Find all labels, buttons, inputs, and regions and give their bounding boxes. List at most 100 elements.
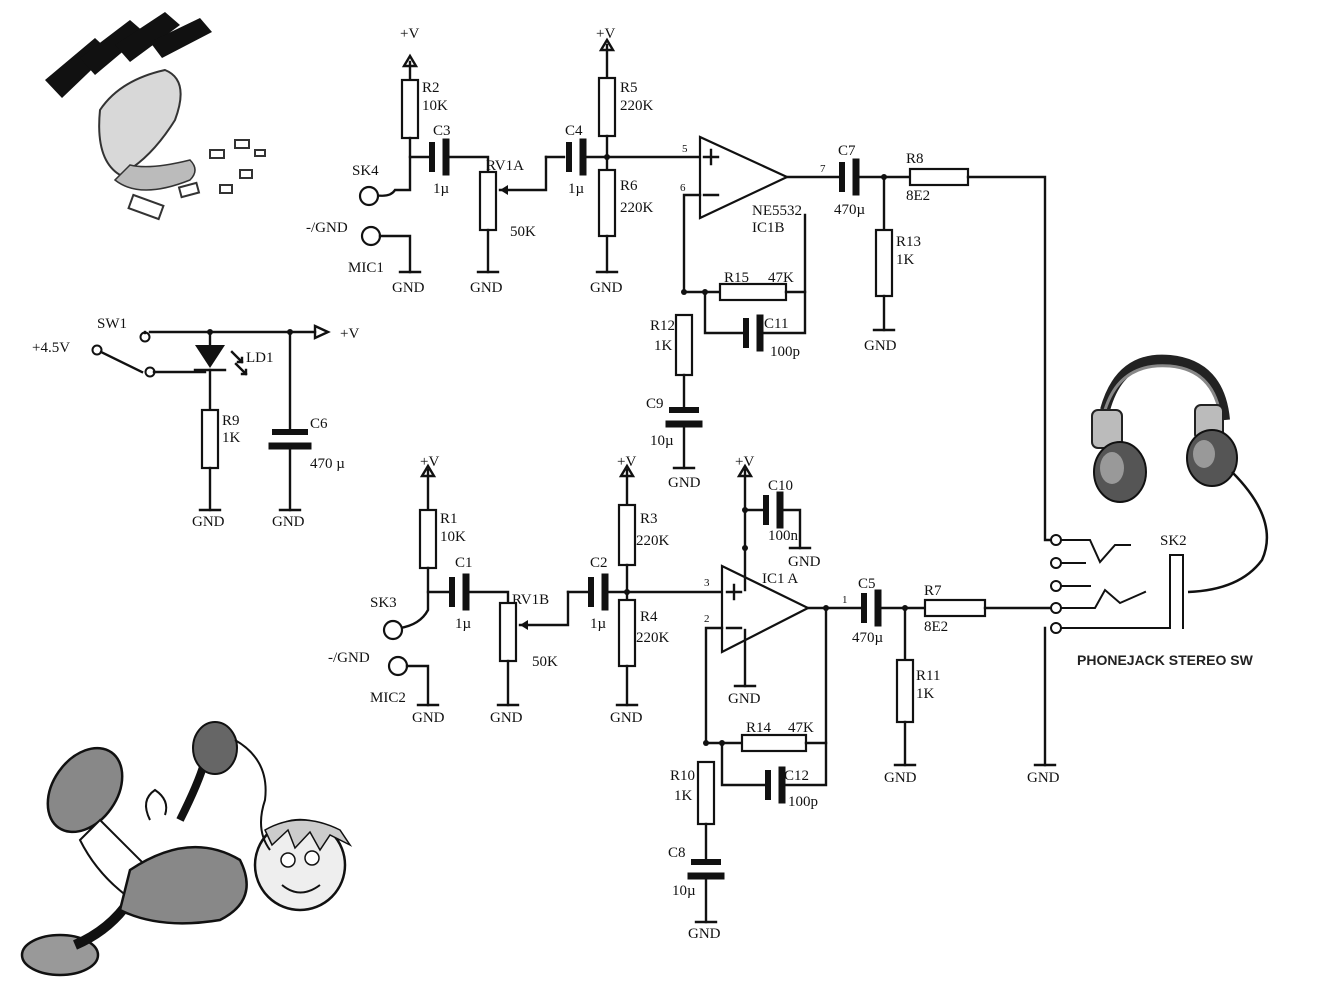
gnd-label: GND xyxy=(392,280,425,296)
rv1a-value: 50K xyxy=(510,224,536,240)
c8-value: 10µ xyxy=(672,883,696,899)
sk2-label: SK2 xyxy=(1160,533,1187,549)
cartoon-character-illustration xyxy=(20,721,353,977)
r14-value: 47K xyxy=(788,720,814,736)
gnd-label: GND xyxy=(272,514,305,530)
phone-jack-sk2 xyxy=(1033,534,1184,767)
ld1-label: LD1 xyxy=(246,350,274,366)
ic1b-part: NE5532 xyxy=(752,203,802,219)
vplus-label: +V xyxy=(596,26,615,42)
ic1a-ref: IC1 A xyxy=(762,571,798,587)
r9-value: 1K xyxy=(222,430,241,446)
c6-ref: C6 xyxy=(310,416,328,432)
c1-ref: C1 xyxy=(455,555,473,571)
c4-ref: C4 xyxy=(565,123,583,139)
r9-ref: R9 xyxy=(222,413,240,429)
r15-value: 47K xyxy=(768,270,794,286)
headphones-illustration xyxy=(1091,354,1269,594)
r2-ref: R2 xyxy=(422,80,440,96)
r10-ref: R10 xyxy=(670,768,695,784)
mic2-gnd-label: -/GND xyxy=(328,650,370,666)
c12-value: 100p xyxy=(788,794,818,810)
r11-ref: R11 xyxy=(916,668,940,684)
r2-value: 10K xyxy=(422,98,448,114)
r13-ref: R13 xyxy=(896,234,921,250)
r8-value: 8E2 xyxy=(906,188,930,204)
r11-value: 1K xyxy=(916,686,935,702)
r12-ref: R12 xyxy=(650,318,675,334)
gnd-label: GND xyxy=(788,554,821,570)
r7-ref: R7 xyxy=(924,583,942,599)
sk3-label: SK3 xyxy=(370,595,397,611)
c1-value: 1µ xyxy=(455,616,472,632)
left-channel-labels: +V +V R2 10K C3 1µ SK4 -/GND MIC1 GND RV… xyxy=(306,26,930,491)
mic2-label: MIC2 xyxy=(370,690,406,706)
vplus-label: +V xyxy=(735,454,754,470)
ic1a-pin-minus: 2 xyxy=(704,613,710,625)
ic1b-ref: IC1B xyxy=(752,220,785,236)
c9-ref: C9 xyxy=(646,396,664,412)
ic1b-pin-out: 7 xyxy=(820,163,826,175)
power-labels: +4.5V SW1 LD1 +V R9 1K C6 470 µ GND GND xyxy=(32,316,359,530)
gnd-label: GND xyxy=(590,280,623,296)
c3-ref: C3 xyxy=(433,123,451,139)
mic1-label: MIC1 xyxy=(348,260,384,276)
c3-value: 1µ xyxy=(433,181,450,197)
rv1b-ref: RV1B xyxy=(512,592,549,608)
r3-ref: R3 xyxy=(640,511,658,527)
gnd-label: GND xyxy=(490,710,523,726)
output-labels: SK2 PHONEJACK STEREO SW GND xyxy=(1027,533,1254,786)
c7-ref: C7 xyxy=(838,143,856,159)
gnd-label: GND xyxy=(728,691,761,707)
gnd-label: GND xyxy=(864,338,897,354)
left-channel xyxy=(358,37,1054,542)
vplus-label: +V xyxy=(420,454,439,470)
r15-ref: R15 xyxy=(724,270,749,286)
r5-value: 220K xyxy=(620,98,654,114)
c9-value: 10µ xyxy=(650,433,674,449)
c7-value: 470µ xyxy=(834,202,866,218)
gnd-label: GND xyxy=(884,770,917,786)
r4-ref: R4 xyxy=(640,609,658,625)
c2-value: 1µ xyxy=(590,616,607,632)
gnd-label: GND xyxy=(610,710,643,726)
r5-ref: R5 xyxy=(620,80,638,96)
phonejack-label: PHONEJACK STEREO SW xyxy=(1077,652,1254,668)
c4-value: 1µ xyxy=(568,181,585,197)
r1-value: 10K xyxy=(440,529,466,545)
r1-ref: R1 xyxy=(440,511,458,527)
mic1-gnd-label: -/GND xyxy=(306,220,348,236)
right-channel xyxy=(382,463,1054,924)
r4-value: 220K xyxy=(636,630,670,646)
vplus-label: +V xyxy=(400,26,419,42)
c5-ref: C5 xyxy=(858,576,876,592)
r13-value: 1K xyxy=(896,252,915,268)
r8-ref: R8 xyxy=(906,151,924,167)
c6-value: 470 µ xyxy=(310,456,345,472)
gnd-label: GND xyxy=(470,280,503,296)
rv1a-ref: RV1A xyxy=(486,158,524,174)
gnd-label: GND xyxy=(412,710,445,726)
r6-ref: R6 xyxy=(620,178,638,194)
vplus-rail-label: +V xyxy=(340,326,359,342)
sw1-label: SW1 xyxy=(97,316,127,332)
gnd-label: GND xyxy=(688,926,721,942)
sk4-label: SK4 xyxy=(352,163,379,179)
r7-value: 8E2 xyxy=(924,619,948,635)
c11-ref: C11 xyxy=(764,316,788,332)
c10-ref: C10 xyxy=(768,478,793,494)
vplus-label: +V xyxy=(617,454,636,470)
r12-value: 1K xyxy=(654,338,673,354)
c2-ref: C2 xyxy=(590,555,608,571)
right-channel-labels: +V +V +V R1 10K C1 1µ SK3 -/GND MIC2 GND… xyxy=(328,454,948,942)
c8-ref: C8 xyxy=(668,845,686,861)
c10-value: 100n xyxy=(768,528,799,544)
c11-value: 100p xyxy=(770,344,800,360)
rv1b-value: 50K xyxy=(532,654,558,670)
power-supply xyxy=(91,324,331,512)
c5-value: 470µ xyxy=(852,630,884,646)
battery-label: +4.5V xyxy=(32,340,70,356)
ic1b-pin-minus: 6 xyxy=(680,182,686,194)
r10-value: 1K xyxy=(674,788,693,804)
